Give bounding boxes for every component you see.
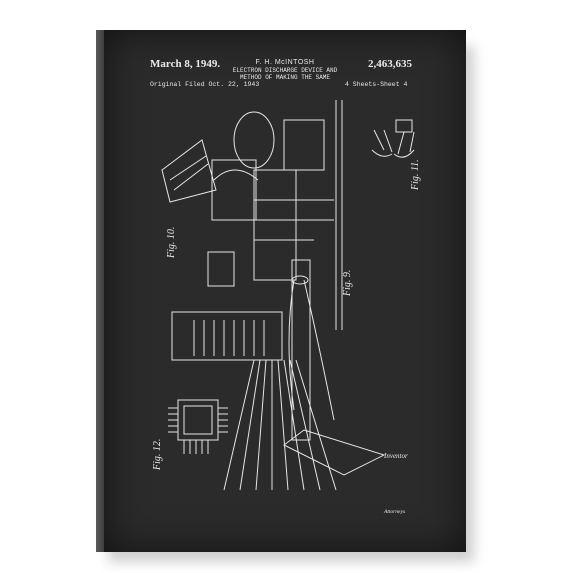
patent-date: March 8, 1949.: [150, 58, 221, 70]
grid-box-part: [171, 311, 283, 361]
attorneys-label: Attorneys: [384, 509, 406, 515]
fig9-label: Fig. 9.: [342, 269, 353, 296]
fig12-component: [168, 399, 228, 454]
patent-filed: Original Filed Oct. 22, 1943: [150, 81, 260, 88]
box-part: [207, 251, 235, 287]
patent-canvas-print: March 8, 1949. 2,463,635 F. H. McINTOSH …: [104, 30, 466, 552]
fig11-component: [371, 119, 415, 158]
fig10-component: [161, 139, 217, 203]
fig12-label: Fig. 12.: [152, 438, 163, 470]
patent-title-line2: METHOD OF MAKING THE SAME: [239, 74, 330, 81]
patent-sheets: 4 Sheets-Sheet 4: [345, 81, 408, 88]
patent-number: 2,463,635: [368, 58, 412, 70]
inventor-label: Inventor: [384, 452, 408, 460]
fig11-label: Fig. 11.: [410, 159, 421, 190]
fig10-label: Fig. 10.: [166, 226, 177, 258]
patent-title-line1: ELECTRON DISCHARGE DEVICE AND: [232, 67, 338, 74]
patent-drawing: [161, 100, 415, 491]
machine-assembly: [211, 111, 386, 476]
fanning-leads: [223, 359, 337, 491]
patent-inventor: F. H. McINTOSH: [255, 59, 315, 66]
